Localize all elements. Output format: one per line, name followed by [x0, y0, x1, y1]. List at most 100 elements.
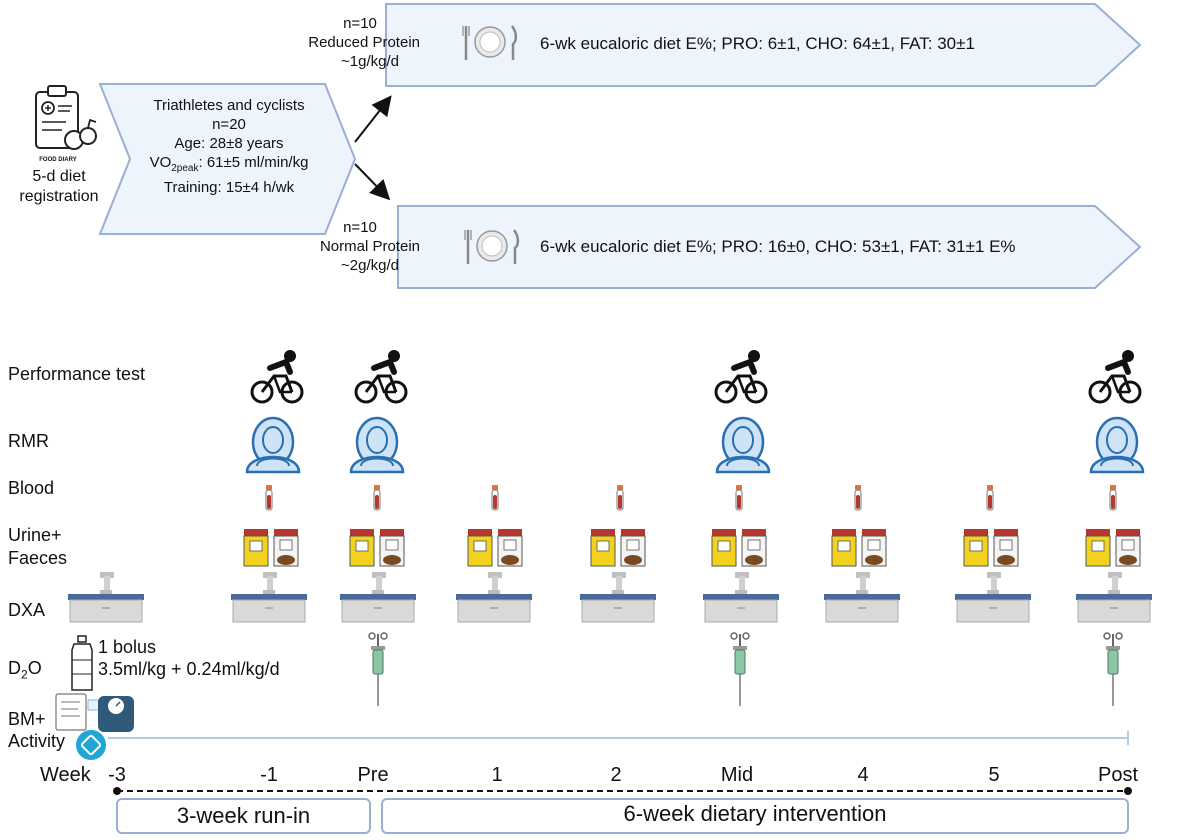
run-in-phase-label: 3-week run-in — [176, 803, 311, 828]
row-label-dxa: DXA — [8, 600, 46, 620]
vo2-subscript: 2peak — [171, 163, 199, 174]
blood-tube-icon — [1109, 484, 1117, 511]
group-dose: ~1g/kg/d — [341, 53, 399, 70]
water-bottle-icon — [71, 635, 93, 691]
vo2-prefix: VO — [149, 154, 172, 171]
activity-checklist-icon — [55, 693, 103, 731]
row-label-urine-faeces: Urine+ Faeces — [8, 524, 67, 570]
timeline-label: 4 — [857, 764, 869, 786]
dxa-scanner-icon — [702, 571, 780, 623]
intervention-phase-label: 6-week dietary intervention — [623, 801, 887, 826]
rmr-hood-icon — [715, 416, 771, 474]
timeline-label: -3 — [108, 764, 126, 786]
food-diary-icon — [35, 85, 97, 150]
participants-description: Triathletes and cyclists n=20 Age: 28±8 … — [120, 96, 338, 197]
cyclist-icon — [716, 350, 766, 402]
timeline-label: -1 — [260, 764, 278, 786]
intervention-phase-box — [381, 798, 1129, 834]
syringe-icon — [368, 632, 388, 707]
d2o-bolus: 1 bolus — [98, 637, 157, 657]
group-n: n=10 — [343, 219, 377, 236]
blood-tube-icon — [854, 484, 862, 511]
row-label-blood: Blood — [8, 478, 55, 498]
reduced-protein-diet-chevron — [385, 3, 1142, 87]
dxa-scanner-icon — [339, 571, 417, 623]
row-label-rmr: RMR — [8, 431, 49, 451]
urine-faeces-cups-icon — [467, 528, 523, 567]
dxa-scanner-icon — [954, 571, 1032, 623]
d2o-description: 1 bolus 3.5ml/kg + 0.24ml/kg/d — [98, 636, 280, 680]
urine-faeces-cups-icon — [243, 528, 299, 567]
cyclist-icon — [1090, 350, 1140, 402]
timeline-label: Post — [1097, 764, 1139, 786]
row-label-d2o: D2O — [8, 658, 42, 682]
urine-faeces-cups-icon — [711, 528, 767, 567]
syringe-icon — [730, 632, 750, 707]
food-diary-caption: FOOD DIARY — [39, 157, 77, 163]
row-label-bm-activity: BM+ Activity — [8, 708, 65, 752]
arrow-to-reduced-protein — [354, 95, 392, 143]
urine-faeces-cups-icon — [831, 528, 887, 567]
food-diary-label-line: 5-d diet — [32, 168, 86, 185]
urine-faeces-cups-icon — [590, 528, 646, 567]
row-label-line: Urine+ — [8, 525, 62, 545]
row-label-line: Faeces — [8, 548, 68, 568]
participants-vo2: VO2peak: 61±5 ml/min/kg — [120, 153, 338, 178]
reduced-protein-diet-text: 6-wk eucaloric diet E%; PRO: 6±1, CHO: 6… — [540, 34, 975, 53]
urine-faeces-cups-icon — [963, 528, 1019, 567]
row-label-line: Activity — [8, 731, 66, 751]
blood-tube-icon — [616, 484, 624, 511]
row-label-line: BM+ — [8, 709, 46, 729]
dxa-scanner-icon — [579, 571, 657, 623]
food-diary-label: 5-d diet registration — [0, 167, 118, 207]
group-n: n=10 — [343, 15, 377, 32]
run-in-phase-box — [116, 798, 371, 834]
timeline-end-dot — [1124, 787, 1132, 795]
group-name: Normal Protein — [319, 238, 420, 255]
rmr-hood-icon — [245, 416, 301, 474]
participants-count: n=20 — [212, 116, 246, 133]
d2o-dose: 3.5ml/kg + 0.24ml/kg/d — [98, 659, 280, 679]
normal-protein-diet-chevron — [397, 205, 1142, 289]
blood-tube-icon — [735, 484, 743, 511]
scale-icon — [98, 696, 134, 732]
participants-age: Age: 28±8 years — [174, 135, 284, 152]
reduced-protein-group-label: n=10 Reduced Protein ~1g/kg/d — [280, 14, 420, 71]
normal-protein-group-label: n=10 Normal Protein ~2g/kg/d — [280, 218, 420, 275]
blood-tube-icon — [491, 484, 499, 511]
urine-faeces-cups-icon — [349, 528, 405, 567]
timeline-label: 5 — [988, 764, 1000, 786]
timeline-label: Pre — [357, 764, 389, 786]
food-diary-label-line: registration — [19, 188, 99, 205]
d2o-suffix: O — [27, 658, 42, 678]
dxa-scanner-icon — [823, 571, 901, 623]
rmr-hood-icon — [1089, 416, 1145, 474]
activity-tracker-icon — [76, 730, 106, 760]
cyclist-icon — [356, 350, 406, 402]
participants-chevron — [98, 83, 357, 235]
participants-training: Training: 15±4 h/wk — [163, 179, 295, 196]
dxa-scanner-icon — [1075, 571, 1153, 623]
cyclist-icon — [252, 350, 302, 402]
blood-tube-icon — [373, 484, 381, 511]
syringe-icon — [1103, 632, 1123, 707]
participants-type: Triathletes and cyclists — [153, 97, 305, 114]
group-name: Reduced Protein — [308, 34, 420, 51]
timeline-week-label: Week — [40, 764, 91, 786]
timeline-label: 1 — [491, 764, 503, 786]
row-label-performance-test: Performance test — [8, 364, 146, 384]
arrow-to-normal-protein — [354, 163, 391, 201]
blood-tube-icon — [265, 484, 273, 511]
blood-tube-icon — [986, 484, 994, 511]
dxa-scanner-icon — [455, 571, 533, 623]
dxa-scanner-icon — [230, 571, 308, 623]
d2o-subscript: 2 — [21, 667, 28, 682]
timeline-label: Mid — [720, 764, 754, 786]
group-dose: ~2g/kg/d — [341, 257, 399, 274]
rmr-hood-icon — [349, 416, 405, 474]
timeline-label: 2 — [610, 764, 622, 786]
dxa-scanner-icon — [67, 571, 145, 623]
vo2-value: : 61±5 ml/min/kg — [198, 154, 309, 171]
normal-protein-diet-text: 6-wk eucaloric diet E%; PRO: 16±0, CHO: … — [540, 237, 1016, 256]
